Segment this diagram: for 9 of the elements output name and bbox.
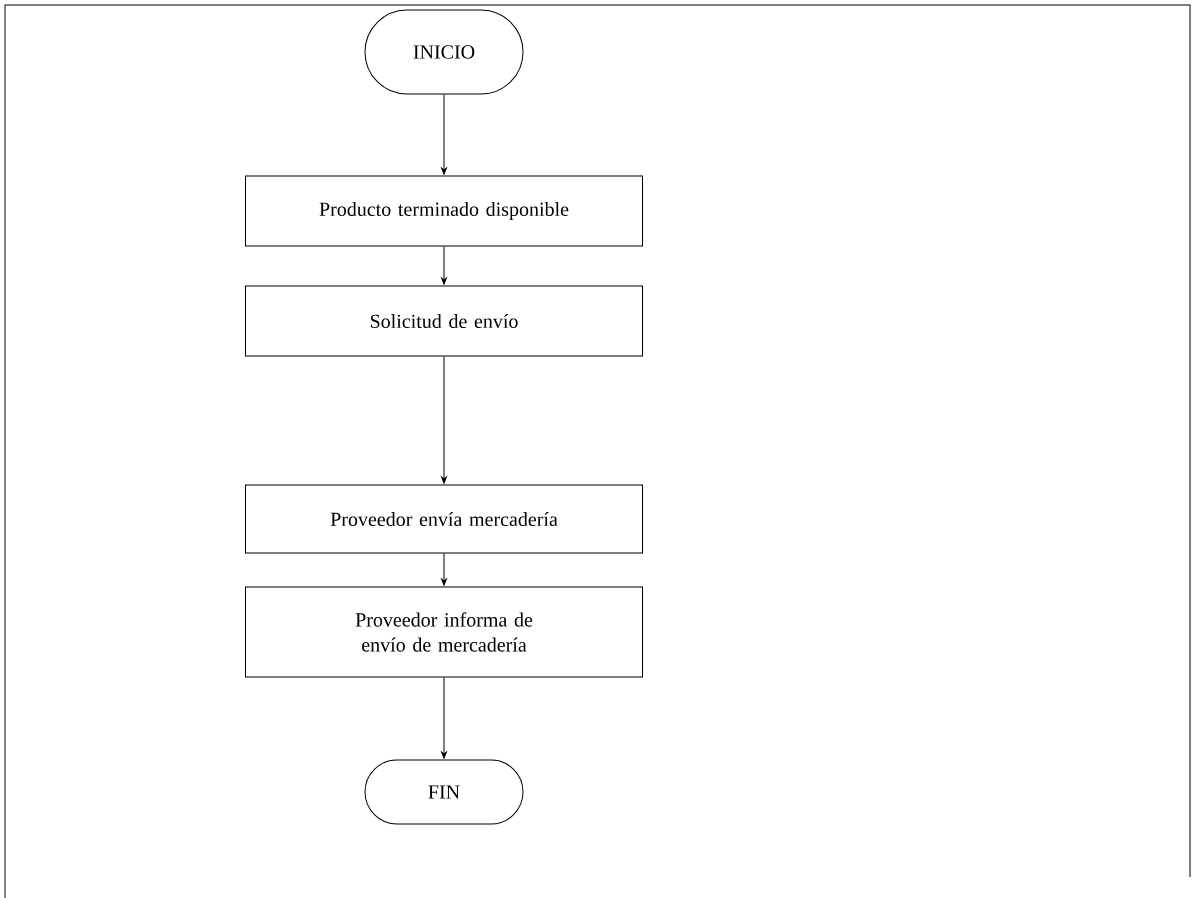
- arrow: [441, 94, 447, 175]
- arrow: [441, 677, 447, 759]
- arrow: [441, 246, 447, 285]
- process-box: Producto terminado disponible: [245, 175, 643, 247]
- process-box: Proveedor envía mercadería: [245, 484, 643, 554]
- process-box: Proveedor informa de envío de mercadería: [245, 586, 643, 678]
- process-box: Solicitud de envío: [245, 285, 643, 357]
- arrow: [441, 553, 447, 586]
- arrow: [441, 356, 447, 484]
